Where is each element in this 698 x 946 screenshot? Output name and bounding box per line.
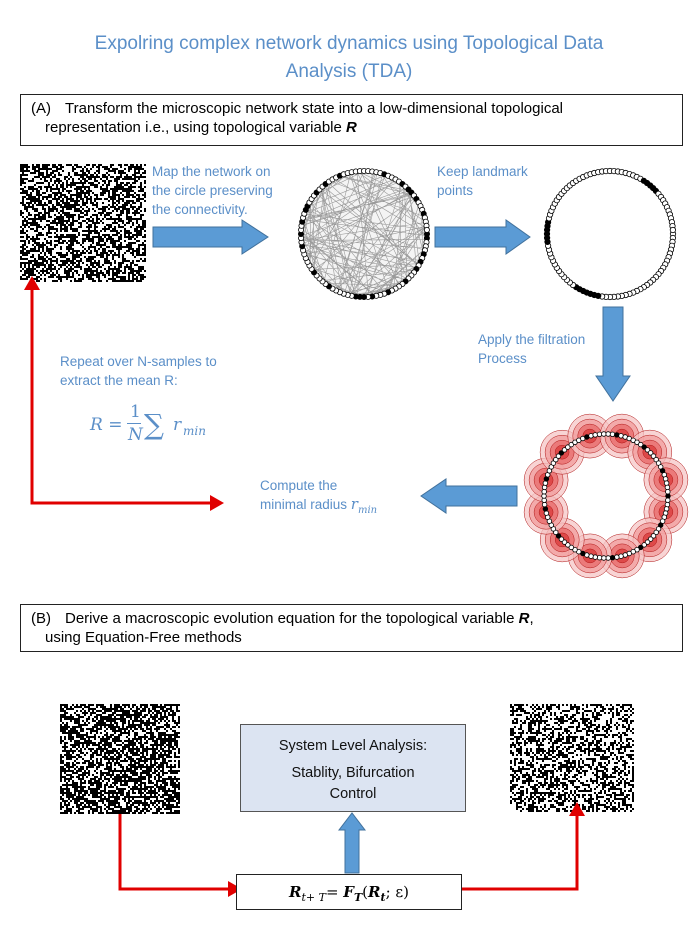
eq-r2: R (368, 883, 381, 901)
section-a-line-1: Transform the microscopic network state … (65, 100, 563, 117)
section-b-label: (B) (31, 610, 51, 627)
section-a-label: (A) (31, 100, 51, 117)
formula-subscript: min (183, 424, 206, 438)
map-line-3: the connectivity. (152, 202, 248, 217)
eq-equals: = (325, 883, 339, 901)
formula-lhs: R = (90, 415, 123, 435)
section-b-variable: R (518, 610, 530, 627)
filtration-circle (523, 413, 689, 579)
arrow-right-2 (434, 219, 531, 255)
system-line-2: Stablity, Bifurcation (291, 765, 415, 781)
system-analysis-box: System Level Analysis: Stablity, Bifurca… (240, 724, 466, 812)
keep-line-1: Keep landmark (437, 164, 528, 179)
section-a-line-2: representation i.e., using topological v… (45, 119, 342, 136)
map-line-1: Map the network on (152, 164, 271, 179)
arrow-down-filtration (595, 306, 631, 402)
section-b-box: (B) Derive a macroscopic evolution equati… (20, 604, 683, 652)
section-b-line-1: Derive a macroscopic evolution equation … (65, 610, 515, 627)
evolution-equation-box: Rt+ T= FT(Rt; ε) (236, 874, 462, 910)
eq-f: F (343, 883, 354, 901)
formula-denominator: N (128, 425, 143, 445)
compute-line-2: minimal radius (260, 497, 348, 512)
repeat-line-1: Repeat over N-samples to (60, 354, 217, 369)
formula-numerator: 1 (130, 402, 141, 422)
formula-sum: ∑ (144, 408, 164, 441)
network-state-image-right (510, 704, 634, 812)
section-a-variable: R (346, 119, 357, 136)
system-line-1: System Level Analysis: (278, 738, 428, 754)
eq-r: R (288, 883, 302, 901)
arrow-up-system (338, 812, 366, 874)
title-line-2: Analysis (TDA) (285, 61, 413, 82)
filter-line-1: Apply the filtration (478, 332, 586, 347)
formula-r: r (173, 415, 182, 435)
compute-subscript: min (357, 505, 378, 516)
network-circle-graph (298, 168, 430, 300)
section-a-box: (A) Transform the microscopic network sta… (20, 94, 683, 146)
filtration-label: Apply the filtration Process (478, 330, 585, 368)
eq-sub-t: t (380, 891, 386, 904)
eq-rest: ; ε) (385, 883, 410, 901)
mean-r-formula: R = 1 N ∑ r min (90, 402, 230, 452)
filter-line-2: Process (478, 351, 527, 366)
arrow-left-compute (420, 478, 518, 514)
red-arrow-from-equation (462, 802, 585, 891)
network-state-image-initial (20, 164, 146, 282)
compute-label: Compute the minimal radius rmin (260, 476, 377, 520)
arrow-right-1 (152, 219, 269, 255)
repeat-line-2: extract the mean R: (60, 373, 178, 388)
eq-open: ( (362, 883, 368, 901)
map-network-label: Map the network on the circle preserving… (152, 162, 273, 219)
page-title: Expolring complex network dynamics using… (0, 30, 698, 86)
repeat-label: Repeat over N-samples to extract the mea… (60, 352, 217, 390)
keep-line-2: points (437, 183, 474, 198)
red-arrow-to-equation (118, 814, 242, 897)
eq-sub-t-plus-t: t+ T (301, 891, 326, 904)
red-repeat-loop-arrow (24, 276, 224, 511)
title-line-1: Expolring complex network dynamics using… (94, 33, 604, 54)
compute-r: r (350, 495, 358, 513)
section-b-comma: , (529, 610, 534, 627)
section-b-line-2: using Equation-Free methods (45, 629, 242, 646)
map-line-2: the circle preserving (152, 183, 273, 198)
landmark-circle (543, 167, 677, 301)
eq-sub-T: T (353, 891, 363, 904)
network-state-image-left (60, 704, 180, 814)
keep-landmark-label: Keep landmark points (437, 162, 528, 200)
compute-line-1: Compute the (260, 478, 338, 493)
system-line-3: Control (329, 786, 377, 802)
